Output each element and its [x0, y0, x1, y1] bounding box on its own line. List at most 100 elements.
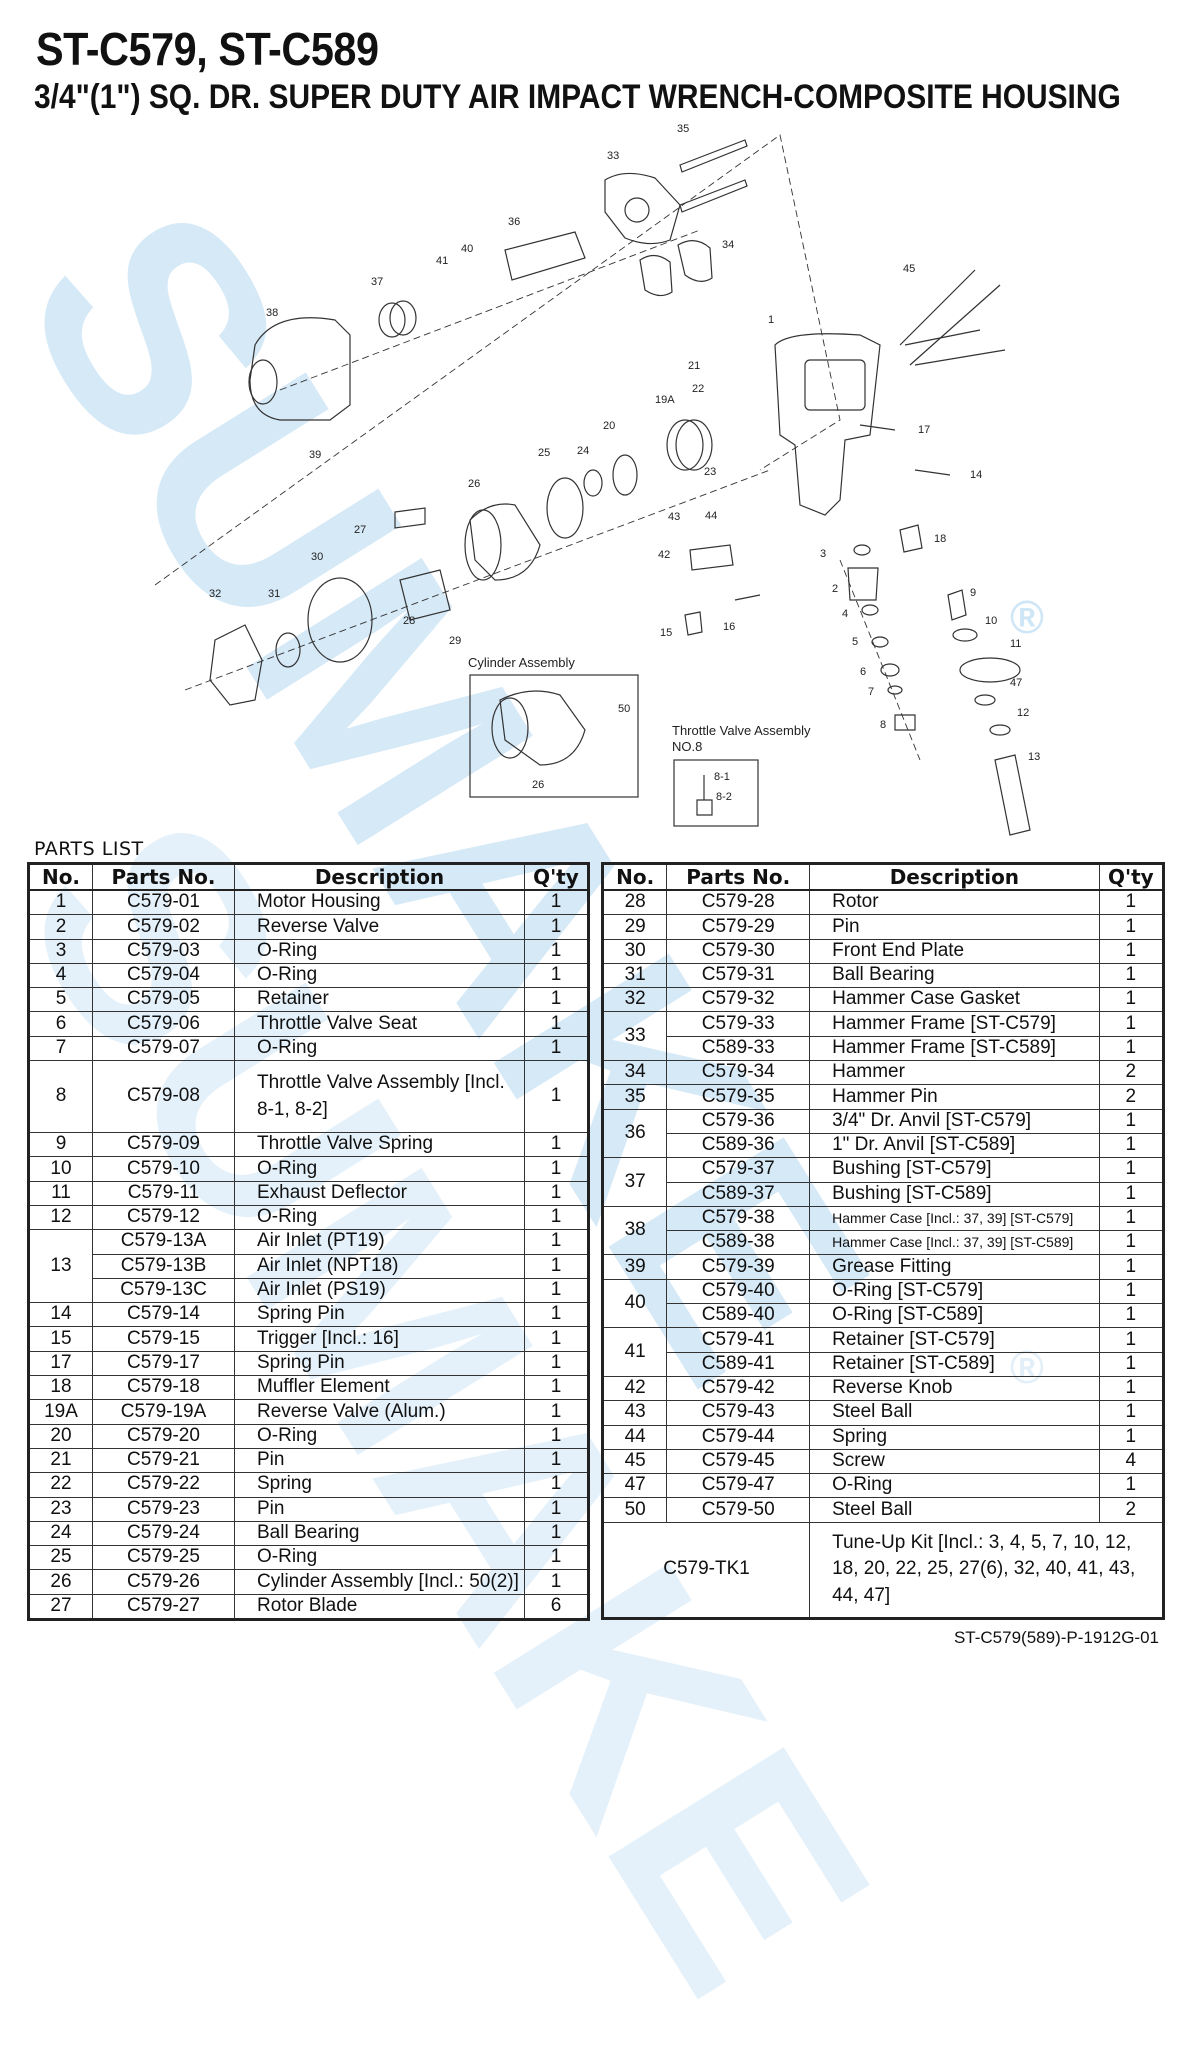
callout-5: 5	[852, 636, 858, 648]
callout-25: 25	[538, 447, 550, 459]
cell-desc: Cylinder Assembly [Incl.: 50(2)]	[234, 1569, 525, 1595]
cell-qty: 1	[524, 1520, 589, 1547]
callout-28: 28	[403, 615, 415, 627]
cell-qty: 4	[1098, 1448, 1165, 1475]
cell-qty: 1	[1098, 1375, 1165, 1402]
cell-desc: Air Inlet (PT19)	[234, 1229, 525, 1255]
cell-no: 47	[601, 1473, 668, 1499]
col-parts-no: Parts No.	[666, 863, 811, 891]
callout-33: 33	[607, 150, 619, 162]
cell-qty: 1	[1098, 1108, 1165, 1134]
cell-qty: 1	[524, 1180, 589, 1206]
cell-no: 36	[601, 1108, 668, 1159]
tune-up-kit-row: C579-TK1 Tune-Up Kit [Incl.: 3, 4, 5, 7,…	[601, 1521, 1164, 1619]
cell-qty: 1	[1098, 1327, 1165, 1353]
callout-11: 11	[1010, 638, 1021, 650]
cell-no: 11	[28, 1180, 93, 1206]
cell-qty: 1	[524, 1253, 589, 1279]
cell-no: 19A	[28, 1399, 93, 1425]
cell-qty: 1	[1098, 938, 1165, 964]
col-qty: Q'ty	[1098, 863, 1165, 891]
cell-no: 28	[601, 889, 668, 916]
callout-39: 39	[309, 449, 321, 461]
cell-part: C579-07	[92, 1035, 235, 1062]
cell-no: 23	[28, 1496, 93, 1522]
callout-12: 12	[1017, 707, 1029, 719]
cell-qty: 1	[524, 1277, 589, 1304]
cell-desc: O-Ring [ST-C589]	[809, 1303, 1100, 1329]
cell-part: C579-13C	[92, 1277, 235, 1304]
cell-no: 50	[601, 1497, 668, 1523]
table-header-row: No. Parts No. Description Q'ty	[28, 863, 589, 891]
callout-2: 2	[832, 583, 838, 595]
callout-15: 15	[660, 627, 672, 639]
cell-qty: 1	[524, 1060, 589, 1134]
cell-qty: 1	[1098, 1205, 1165, 1232]
cell-no: 41	[601, 1327, 668, 1377]
cell-qty: 1	[524, 889, 589, 916]
cell-qty: 1	[524, 1035, 589, 1062]
cell-part: C579-41	[666, 1327, 811, 1353]
document-code: ST-C579(589)-P-1912G-01	[953, 1628, 1159, 1647]
cell-qty: 1	[1098, 1351, 1165, 1377]
cell-desc: O-Ring	[234, 1156, 525, 1182]
exploded-parts-diagram: 1 2 3 4 5 6 7 8 9 10 11 12 13 14 15 16 1…	[154, 123, 1040, 836]
cell-part: C579-23	[92, 1496, 235, 1522]
cell-part: C579-37	[666, 1157, 811, 1183]
col-parts-no: Parts No.	[92, 863, 235, 891]
callout-37: 37	[371, 276, 383, 288]
cell-qty: 1	[1098, 1278, 1165, 1305]
tune-up-kit-part: C579-TK1	[601, 1521, 811, 1619]
cell-qty: 1	[524, 1447, 589, 1474]
throttle-valve-assembly-label: Throttle Valve Assembly	[672, 723, 811, 738]
cell-qty: 1	[524, 1156, 589, 1182]
cell-qty: 1	[524, 1204, 589, 1231]
cell-qty: 1	[524, 1399, 589, 1425]
cell-desc: Grease Fitting	[809, 1254, 1100, 1280]
cell-qty: 1	[1098, 962, 1165, 989]
cell-qty: 1	[524, 1545, 589, 1571]
cell-desc: Ball Bearing	[234, 1520, 525, 1547]
cell-no: 29	[601, 914, 668, 940]
callout-43: 43	[668, 511, 680, 523]
cell-no: 35	[601, 1084, 668, 1110]
cell-qty: 1	[1098, 1473, 1165, 1499]
cell-qty: 1	[1098, 1011, 1165, 1037]
cell-desc: O-Ring	[234, 1423, 525, 1449]
cell-part: C579-24	[92, 1520, 235, 1547]
cell-qty: 6	[524, 1593, 589, 1621]
cell-no: 39	[601, 1254, 668, 1280]
callout-13: 13	[1028, 751, 1040, 763]
callout-29: 29	[449, 635, 461, 647]
callout-22: 22	[692, 383, 704, 395]
callout-20: 20	[603, 420, 615, 432]
callout-8: 8	[880, 719, 886, 731]
cell-desc: O-Ring [ST-C579]	[809, 1278, 1100, 1305]
cell-desc: Bushing [ST-C579]	[809, 1157, 1100, 1183]
cell-part: C579-10	[92, 1156, 235, 1182]
cell-part: C579-08	[92, 1060, 235, 1134]
cell-no: 43	[601, 1400, 668, 1426]
cell-qty: 1	[524, 1302, 589, 1328]
cell-qty: 1	[524, 1472, 589, 1498]
cell-qty: 1	[524, 1423, 589, 1449]
